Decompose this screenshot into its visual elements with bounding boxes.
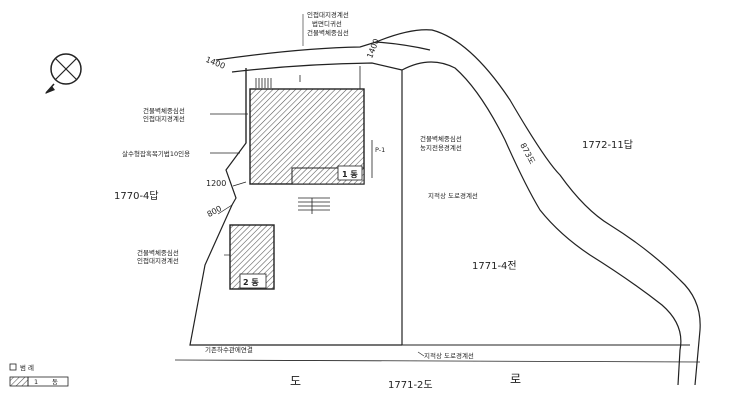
dim-left-lower: 800: [206, 204, 224, 219]
legend-title: 범 례: [20, 363, 34, 372]
building-2-label-box: [239, 273, 267, 289]
legend-item-label: 1: [34, 378, 38, 386]
label-road-boundary-1: 지적상 도로경계선: [428, 191, 478, 200]
label-road-boundary-2: 지적상 도로경계선: [424, 351, 474, 360]
top-boundary-line: [215, 41, 431, 61]
compass-rose-icon: [45, 53, 82, 94]
river-bank-outer: [375, 29, 701, 386]
label-lot-right-mid: 1771-4전: [472, 260, 517, 272]
label-adjacent-boundary-2: 인접대지경계선: [137, 256, 179, 265]
river-bank-inner: [401, 61, 682, 386]
label-lot-right-top: 1772-11답: [582, 139, 633, 151]
label-road-lot: 1771-2도: [388, 380, 433, 391]
p1-label: P-1: [375, 146, 385, 154]
dim-tick-800: [217, 204, 233, 215]
building-2-label: 2 동: [243, 278, 259, 287]
label-septic: 살수형잡혹목기법10인용: [122, 149, 190, 158]
dim-left-upper: 1200: [206, 179, 226, 188]
leader-road-boundary-2: [417, 351, 425, 357]
legend-item-box: [27, 376, 69, 387]
legend: 범 례 1 동: [9, 363, 69, 387]
top-note-adjacent-boundary: 인접대지경계선: [307, 10, 349, 19]
legend-item-unit: 동: [52, 378, 58, 386]
top-inner-line: [231, 62, 403, 73]
entrance-steps: [255, 66, 361, 90]
legend-swatch: [9, 376, 29, 387]
dim-tick-1200: [232, 181, 247, 187]
label-building-center-3: 건물벽체중심선: [420, 134, 462, 143]
label-road-right-char: 로: [510, 372, 521, 386]
dim-top-left: 1400: [204, 55, 226, 71]
road-edge-lower: [174, 359, 701, 363]
building-1-label-box: [337, 165, 363, 181]
building-1-label: 1 동: [342, 170, 358, 179]
label-adjacent-boundary-1: 인접대지경계선: [143, 114, 185, 123]
label-building-center-1: 건물벽체중심선: [143, 106, 185, 115]
label-road-left-char: 도: [290, 374, 301, 388]
legend-title-box: [9, 363, 17, 371]
label-existing-drain: 기존하수관에연결: [205, 345, 253, 354]
top-note-building-center: 건물벽체중심선: [307, 28, 349, 37]
label-building-center-2: 건물벽체중심선: [137, 248, 179, 257]
top-note-slope-line: 법면디귀선: [312, 19, 342, 28]
site-boundary: [189, 68, 402, 346]
stairs: [298, 197, 330, 214]
label-farmland-boundary: 농지전용경계선: [420, 143, 462, 152]
label-lot-left: 1770-4답: [114, 190, 159, 202]
dim-top-right: 1400: [365, 37, 381, 59]
dim-river: 873도: [518, 141, 537, 165]
